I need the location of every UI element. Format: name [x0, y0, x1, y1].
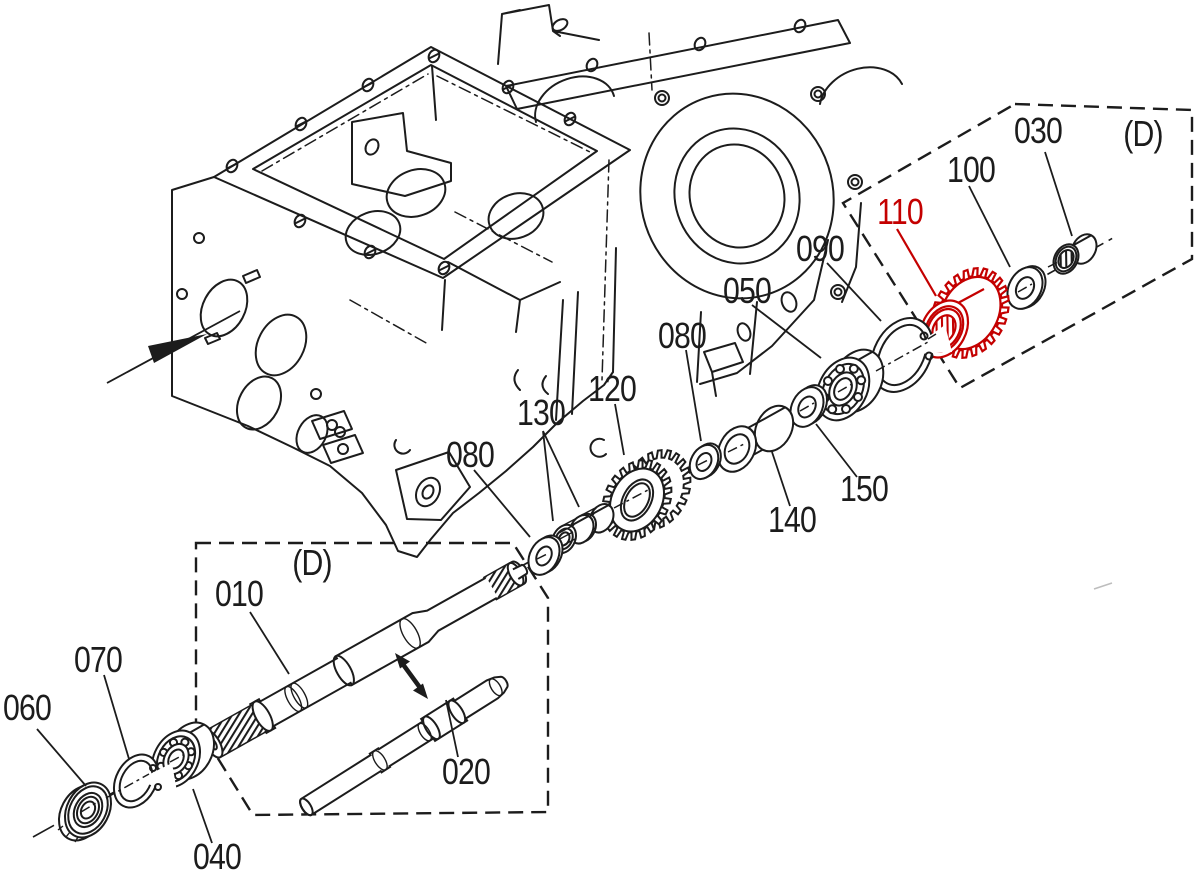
leader-040: [192, 788, 213, 844]
callout-060[interactable]: 060: [3, 687, 52, 728]
callout-140[interactable]: 140: [768, 499, 817, 540]
callout-110-highlighted[interactable]: 110: [877, 191, 924, 232]
part-090-snap-ring: [870, 317, 952, 393]
case-bell-housing: [639, 92, 835, 300]
callout-090[interactable]: 090: [796, 228, 845, 269]
leader-050: [751, 304, 822, 359]
case-top-rim-outer: [213, 46, 631, 279]
leader-090: [826, 262, 882, 322]
callout-070[interactable]: 070: [74, 639, 123, 680]
part-070-snap-ring: [112, 753, 177, 809]
case-dome-right: [819, 66, 903, 105]
callout-130[interactable]: 130: [517, 392, 566, 433]
leader-130: [542, 430, 580, 522]
leader-010: [249, 611, 290, 675]
part-060-seal: [57, 781, 113, 843]
leader-140: [771, 451, 791, 507]
upper-detail-box-outline: [841, 102, 1194, 390]
callout-050[interactable]: 050: [723, 270, 772, 311]
callout-030[interactable]: 030: [1014, 110, 1063, 151]
callout-010[interactable]: 010: [215, 573, 264, 614]
leader-080-lower: [473, 469, 531, 538]
leader-060: [36, 728, 87, 787]
case-back-rail-bolts: [585, 18, 807, 73]
part-120-gear: [601, 448, 692, 542]
part-140-bushing: [716, 404, 795, 473]
axis-overlay-segments: [80, 260, 1061, 813]
callout-100[interactable]: 100: [947, 149, 996, 190]
part-030-needle-bearing: [1052, 233, 1098, 275]
upper-detail-box-label: (D): [1123, 113, 1163, 154]
case-bell-ears: [654, 86, 863, 300]
case-back-rail: [505, 19, 851, 110]
case-top-rim-inner: [252, 64, 598, 260]
lower-detail-box-label: (D): [292, 542, 332, 583]
callout-080-upper[interactable]: 080: [658, 315, 707, 356]
leader-100: [968, 185, 1011, 268]
case-dome-left: [534, 75, 615, 123]
callout-080-lower[interactable]: 080: [446, 434, 495, 475]
leader-110-highlighted: [896, 228, 937, 297]
callout-120[interactable]: 120: [588, 368, 637, 409]
leader-030: [1044, 151, 1073, 237]
leader-070: [103, 674, 130, 760]
faint-mark: [1093, 582, 1113, 590]
case-top-bracket: [497, 4, 600, 65]
interchange-double-arrow: [395, 653, 428, 699]
case-left-face: [171, 176, 614, 558]
callout-150[interactable]: 150: [840, 468, 889, 509]
leader-150: [815, 423, 858, 478]
gearbox-case: [171, 4, 903, 558]
part-010-main-shaft: [202, 560, 529, 759]
leader-020: [445, 699, 459, 758]
callout-040[interactable]: 040: [193, 836, 242, 873]
leader-120: [614, 403, 625, 456]
case-centerlines: [261, 32, 653, 381]
callout-020[interactable]: 020: [442, 751, 491, 792]
callout-leader-lines: [36, 151, 1073, 844]
leader-080-upper: [685, 349, 702, 442]
part-020-alternate-shaft: [299, 675, 509, 817]
case-interior-saddle: [351, 112, 452, 197]
view-direction-arrow: [106, 310, 241, 384]
